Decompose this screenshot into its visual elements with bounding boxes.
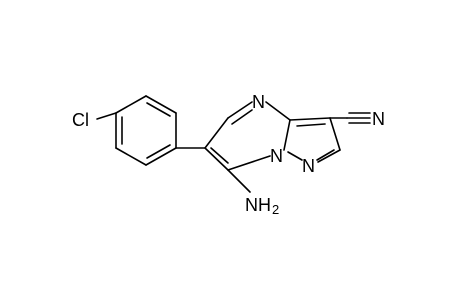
atom-nh2-subscript: 2 bbox=[272, 202, 279, 217]
bond bbox=[283, 119, 291, 151]
bond bbox=[289, 117, 331, 121]
bond bbox=[145, 147, 177, 166]
bond bbox=[265, 101, 291, 121]
pyrazole-ring bbox=[287, 117, 341, 163]
atom-cl: Cl bbox=[72, 110, 89, 130]
bond bbox=[115, 147, 147, 166]
atom-nh2: NH bbox=[245, 195, 271, 215]
bond bbox=[204, 117, 229, 149]
atom-n-bridge: N bbox=[270, 146, 283, 166]
bond bbox=[227, 101, 253, 119]
bond bbox=[287, 151, 303, 161]
bond-inner bbox=[316, 149, 335, 161]
bond-c-cl bbox=[96, 112, 117, 120]
bond bbox=[317, 149, 341, 163]
bond bbox=[145, 95, 177, 114]
bond bbox=[115, 95, 147, 114]
nitrile-group bbox=[329, 112, 371, 124]
bond-inner bbox=[296, 123, 326, 127]
atom-n-pyrimidine: N bbox=[252, 92, 265, 112]
bond-c-nh2 bbox=[227, 169, 251, 193]
bond bbox=[204, 147, 229, 171]
atom-n-pyrazole: N bbox=[302, 156, 315, 176]
bond bbox=[227, 155, 271, 171]
atom-n-nitrile: N bbox=[372, 109, 385, 129]
bond-inner bbox=[231, 109, 253, 125]
bond-inner bbox=[146, 144, 171, 159]
chlorophenyl-ring bbox=[115, 95, 177, 166]
bond-inner bbox=[146, 102, 171, 117]
bond-inner bbox=[210, 147, 229, 164]
bond bbox=[329, 117, 341, 151]
pyrimidine-ring bbox=[204, 101, 291, 171]
